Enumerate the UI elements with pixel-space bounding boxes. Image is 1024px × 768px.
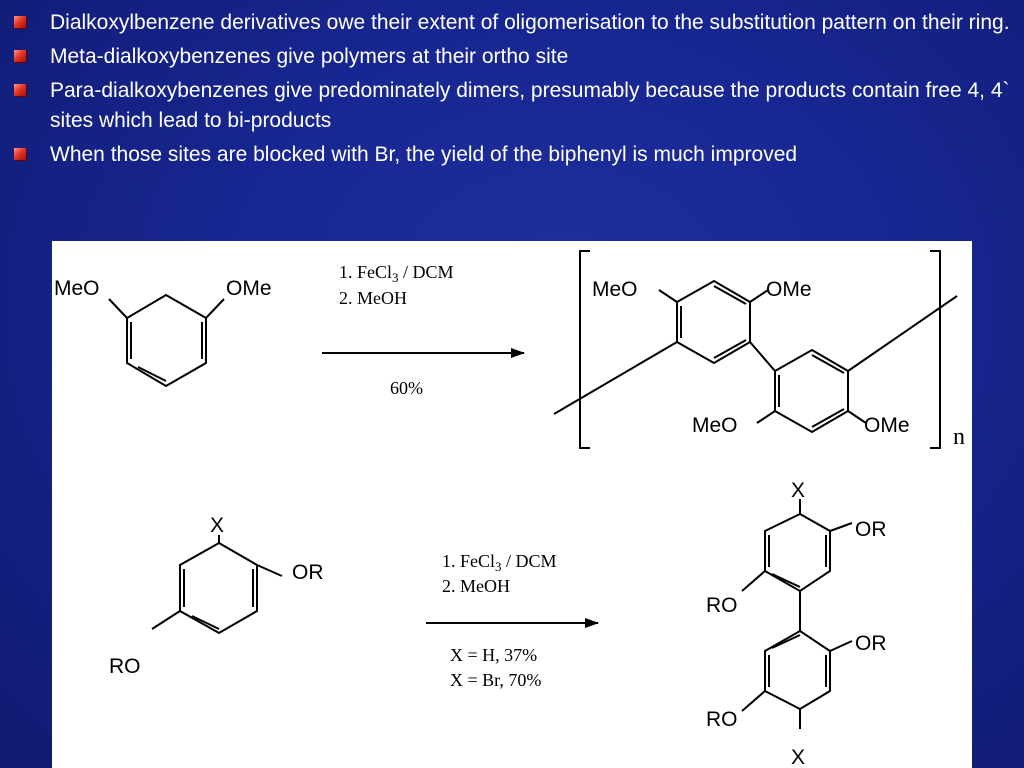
reactant2-ro-label: RO: [109, 655, 141, 678]
reactant1-ome-label: OMe: [226, 277, 272, 300]
product1-meo-top-label: MeO: [592, 278, 638, 301]
product1-ome-top-label: OMe: [766, 278, 812, 301]
bullet-marker-icon: [14, 16, 26, 28]
bullet-text: Dialkoxylbenzene derivatives owe their e…: [50, 11, 1010, 34]
bullet-text: When those sites are blocked with Br, th…: [50, 143, 798, 166]
product2-or-top-label: OR: [855, 518, 887, 541]
reaction-scheme-panel: MeO OMe 1. FeCl3 / DCM 2. MeOH 60% MeO O…: [52, 241, 972, 768]
bullet-text: Meta-dialkoxybenzenes give polymers at t…: [50, 45, 569, 68]
substituted-biphenyl-structure: [741, 499, 853, 729]
reactant2-or-label: OR: [292, 561, 324, 584]
reaction1-condition-step1: 1. FeCl3 / DCM: [339, 262, 454, 285]
substituted-dialkoxybenzene-structure: [151, 535, 283, 635]
bullet-text: Para-dialkoxybenzenes give predominately…: [50, 79, 1010, 132]
polymer-repeat-unit-structure: [553, 250, 958, 449]
bullet-item: Dialkoxylbenzene derivatives owe their e…: [14, 8, 1014, 38]
polymer-repeat-index: n: [953, 424, 965, 450]
bullet-marker-icon: [14, 50, 26, 62]
reaction2-condition-step2: 2. MeOH: [442, 576, 510, 596]
product2-x-bottom-label: X: [791, 746, 805, 768]
bullet-marker-icon: [14, 84, 26, 96]
product1-ome-bottom-label: OMe: [864, 414, 910, 437]
reaction1-yield: 60%: [390, 378, 423, 398]
reaction2-yield-br: X = Br, 70%: [450, 670, 541, 690]
reaction2-condition-step1: 1. FeCl3 / DCM: [442, 551, 557, 574]
meta-dimethoxybenzene-structure: [108, 293, 225, 388]
reaction-scheme-diagram: MeO OMe 1. FeCl3 / DCM 2. MeOH 60% MeO O…: [54, 250, 965, 768]
reactant1-meo-label: MeO: [54, 277, 100, 300]
product2-x-top-label: X: [791, 479, 805, 502]
reaction1-condition-step2: 2. MeOH: [339, 288, 407, 308]
product2-or-bottom-label: OR: [855, 632, 887, 655]
bullet-item: Meta-dialkoxybenzenes give polymers at t…: [14, 42, 1014, 72]
bullet-item: When those sites are blocked with Br, th…: [14, 140, 1014, 170]
bullet-list: Dialkoxylbenzene derivatives owe their e…: [14, 8, 1014, 174]
bullet-item: Para-dialkoxybenzenes give predominately…: [14, 76, 1014, 136]
product2-ro-top-label: RO: [706, 594, 738, 617]
product1-meo-bottom-label: MeO: [692, 414, 738, 437]
bullet-marker-icon: [14, 148, 26, 160]
reactant2-x-label: X: [210, 514, 224, 537]
reaction2-yield-h: X = H, 37%: [450, 645, 537, 665]
product2-ro-bottom-label: RO: [706, 708, 738, 731]
